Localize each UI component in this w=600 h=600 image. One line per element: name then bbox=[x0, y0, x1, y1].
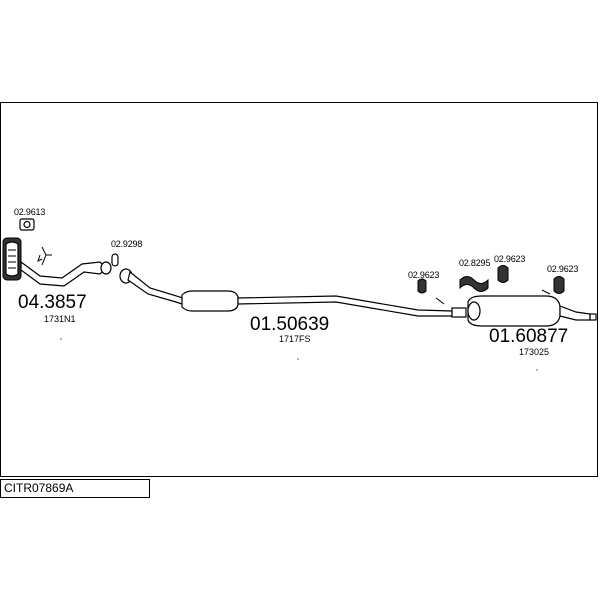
part-ref-middle: 1717FS bbox=[279, 334, 311, 344]
clamp-02-9298-drawing[interactable] bbox=[111, 253, 119, 267]
accessory-label-02-9613: 02.9613 bbox=[14, 207, 45, 217]
system-code: CITR07869A bbox=[4, 481, 74, 495]
front-clamp-drawing[interactable] bbox=[37, 246, 52, 266]
part-number-front: 04.3857 bbox=[18, 292, 87, 313]
system-code-box: CITR07869A bbox=[0, 479, 150, 498]
part-ref-front: 1731N1 bbox=[44, 314, 76, 324]
gasket-02-9613-drawing[interactable] bbox=[19, 218, 35, 231]
mount-02-8295-drawing[interactable] bbox=[459, 276, 489, 292]
diagram-frame bbox=[0, 102, 598, 477]
accessory-label-02-9298: 02.9298 bbox=[111, 239, 142, 249]
accessory-label-02-9623-b: 02.9623 bbox=[494, 254, 525, 264]
part-ref-rear: 173025 bbox=[519, 347, 549, 357]
accessory-label-02-8295: 02.8295 bbox=[459, 258, 490, 268]
middle-silencer-drawing[interactable] bbox=[119, 268, 467, 318]
accessory-label-02-9623-a: 02.9623 bbox=[408, 270, 439, 280]
accessory-label-02-9623-c: 02.9623 bbox=[547, 264, 578, 274]
mount-02-9623-a-drawing[interactable] bbox=[417, 278, 445, 305]
mount-02-9623-c-drawing[interactable] bbox=[541, 276, 565, 295]
rear-silencer-drawing[interactable] bbox=[467, 295, 597, 327]
mount-02-9623-b-drawing[interactable] bbox=[497, 265, 509, 283]
front-pipe-drawing[interactable] bbox=[2, 237, 112, 287]
part-number-middle: 01.50639 bbox=[250, 314, 329, 335]
part-number-rear: 01.60877 bbox=[489, 326, 568, 347]
